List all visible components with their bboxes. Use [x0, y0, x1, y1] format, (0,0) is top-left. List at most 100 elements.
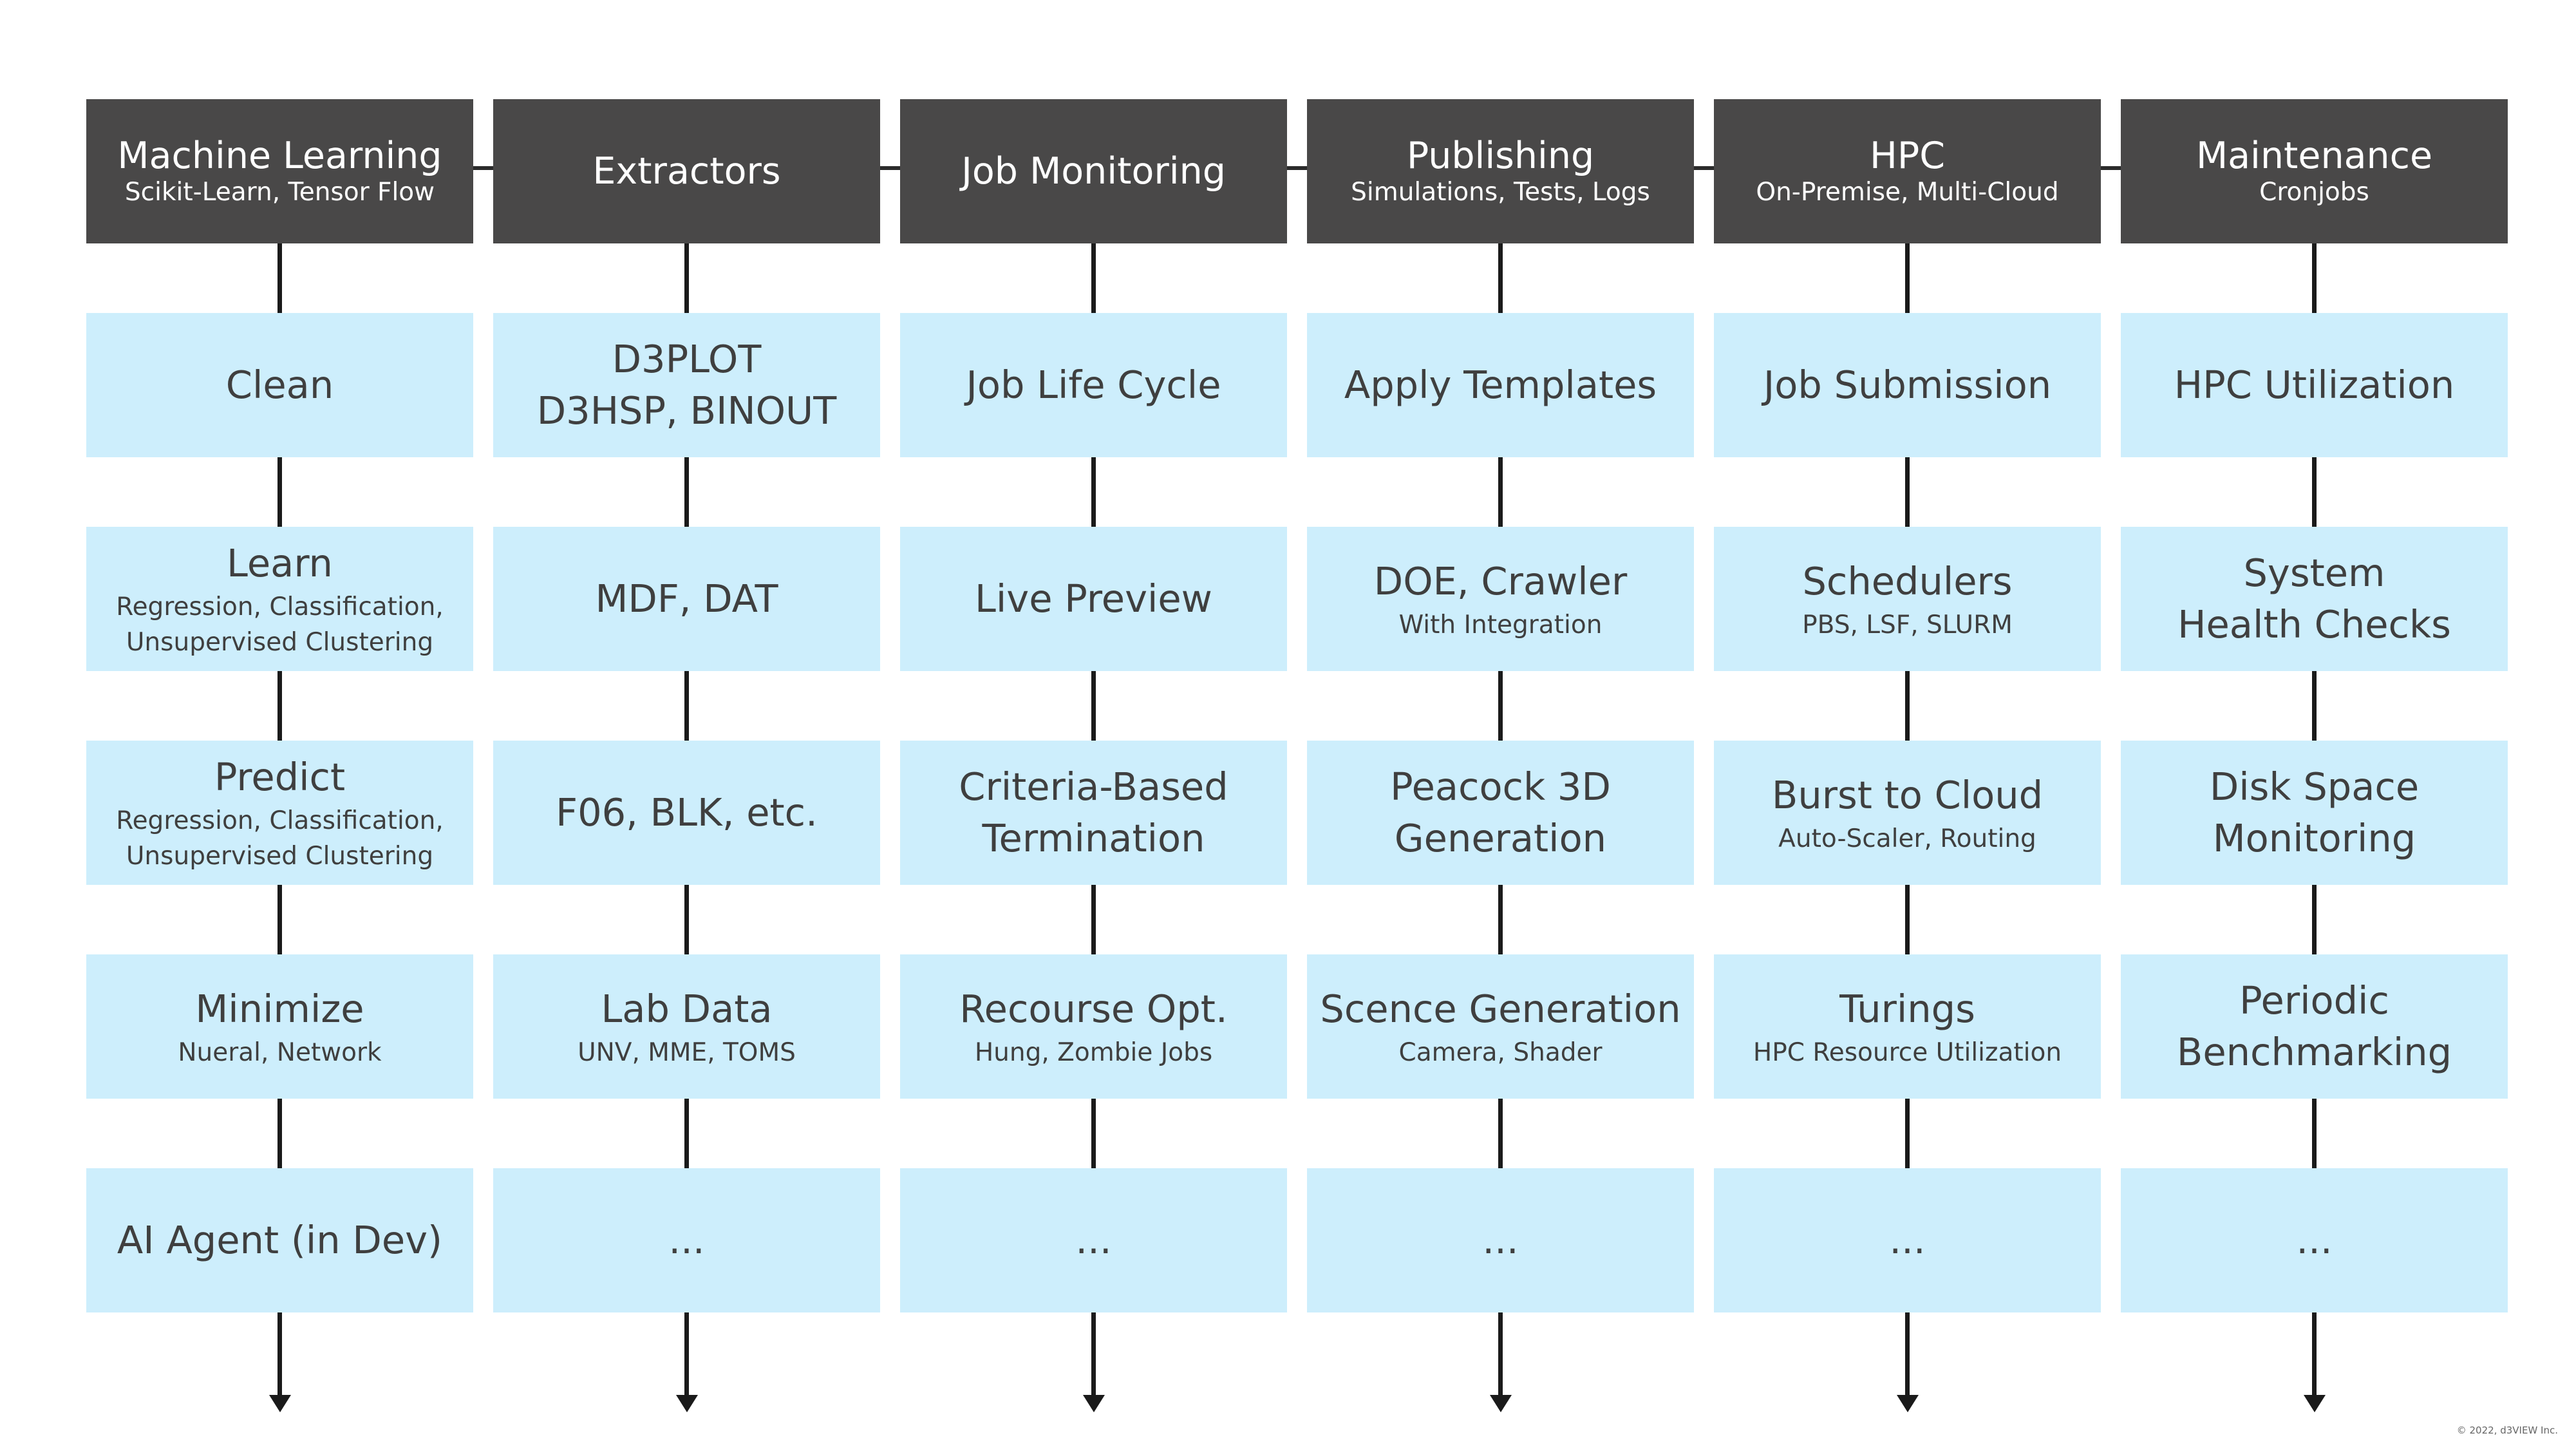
step-label: MDF, DAT — [595, 576, 778, 621]
connector-line — [2312, 671, 2317, 741]
step-label: ... — [1889, 1218, 1926, 1262]
step-label: Learn — [227, 541, 333, 585]
step-label: Lab Data — [601, 986, 773, 1031]
column-header-extractors: Extractors — [493, 99, 880, 243]
step-box: Apply Templates — [1307, 313, 1694, 457]
connector-line — [684, 457, 689, 527]
step-label: Disk Space Monitoring — [2209, 764, 2420, 860]
step-box: Clean — [86, 313, 473, 457]
step-sublabel: Regression, Classification, Unsupervised… — [116, 592, 444, 657]
connector-line — [277, 243, 282, 313]
column-header-job-monitoring: Job Monitoring — [900, 99, 1287, 243]
step-label: Scence Generation — [1320, 986, 1681, 1031]
step-box: ... — [2121, 1168, 2508, 1312]
step-label: Peacock 3D Generation — [1390, 764, 1611, 860]
connector-line — [1498, 885, 1503, 954]
step-box: ... — [900, 1168, 1287, 1312]
step-box: F06, BLK, etc. — [493, 741, 880, 885]
step-box: ... — [1714, 1168, 2101, 1312]
connector-line — [1498, 1312, 1503, 1396]
column-subtitle: On-Premise, Multi-Cloud — [1756, 178, 2059, 207]
column-title: Job Monitoring — [961, 150, 1226, 193]
connector-line — [1905, 1312, 1910, 1396]
connector-line — [1091, 457, 1096, 527]
step-sublabel: PBS, LSF, SLURM — [1802, 610, 2013, 639]
step-sublabel: With Integration — [1398, 610, 1603, 639]
step-sublabel: Regression, Classification, Unsupervised… — [116, 806, 444, 871]
step-label: ... — [1075, 1218, 1112, 1262]
step-box: Criteria-Based Termination — [900, 741, 1287, 885]
step-box: AI Agent (in Dev) — [86, 1168, 473, 1312]
step-label: Recourse Opt. — [959, 986, 1228, 1031]
connector-line — [1905, 457, 1910, 527]
arrow-down-icon — [1082, 1395, 1105, 1412]
step-box: HPC Utilization — [2121, 313, 2508, 457]
step-box: Peacock 3D Generation — [1307, 741, 1694, 885]
connector-line — [1498, 243, 1503, 313]
connector-line — [1498, 1099, 1503, 1168]
step-label: Turings — [1839, 986, 1975, 1031]
step-label: Job Life Cycle — [966, 363, 1221, 407]
step-box: Job Life Cycle — [900, 313, 1287, 457]
step-label: Minimize — [195, 986, 364, 1031]
step-sublabel: Nueral, Network — [178, 1037, 382, 1067]
step-box: Periodic Benchmarking — [2121, 954, 2508, 1099]
connector-line — [277, 1312, 282, 1396]
connector-line — [684, 1099, 689, 1168]
step-sublabel: HPC Resource Utilization — [1753, 1037, 2062, 1067]
connector-line — [2312, 457, 2317, 527]
step-box: Disk Space Monitoring — [2121, 741, 2508, 885]
header-connector — [473, 166, 493, 170]
step-box: ... — [1307, 1168, 1694, 1312]
column-subtitle: Simulations, Tests, Logs — [1351, 178, 1650, 207]
header-connector — [1694, 166, 1714, 170]
step-box: Job Submission — [1714, 313, 2101, 457]
connector-line — [1905, 1099, 1910, 1168]
connector-line — [277, 671, 282, 741]
arrow-down-icon — [1896, 1395, 1919, 1412]
step-label: D3PLOT D3HSP, BINOUT — [536, 337, 837, 433]
connector-line — [2312, 243, 2317, 313]
arrow-down-icon — [2303, 1395, 2326, 1412]
step-sublabel: Auto-Scaler, Routing — [1778, 824, 2036, 853]
step-label: System Health Checks — [2177, 551, 2451, 647]
connector-line — [2312, 1099, 2317, 1168]
connector-line — [684, 243, 689, 313]
column-title: HPC — [1869, 135, 1946, 177]
step-label: F06, BLK, etc. — [556, 790, 818, 835]
connector-line — [1091, 885, 1096, 954]
connector-line — [277, 885, 282, 954]
step-label: Apply Templates — [1344, 363, 1657, 407]
connector-line — [684, 1312, 689, 1396]
connector-line — [1905, 671, 1910, 741]
column-title: Publishing — [1406, 135, 1595, 177]
step-label: ... — [1482, 1218, 1519, 1262]
step-label: HPC Utilization — [2174, 363, 2455, 407]
connector-line — [2312, 1312, 2317, 1396]
step-label: AI Agent (in Dev) — [117, 1218, 443, 1262]
step-label: Predict — [214, 755, 346, 799]
connector-line — [2312, 885, 2317, 954]
step-box: Recourse Opt. Hung, Zombie Jobs — [900, 954, 1287, 1099]
arrow-down-icon — [1489, 1395, 1512, 1412]
connector-line — [1091, 1312, 1096, 1396]
column-title: Extractors — [592, 150, 781, 193]
connector-line — [1091, 1099, 1096, 1168]
header-connector — [1287, 166, 1307, 170]
column-subtitle: Cronjobs — [2259, 178, 2369, 207]
step-box: D3PLOT D3HSP, BINOUT — [493, 313, 880, 457]
step-label: ... — [2296, 1218, 2333, 1262]
connector-line — [277, 1099, 282, 1168]
header-connector — [2101, 166, 2121, 170]
connector-line — [277, 457, 282, 527]
step-label: Criteria-Based Termination — [959, 764, 1228, 860]
step-sublabel: Hung, Zombie Jobs — [974, 1037, 1213, 1067]
